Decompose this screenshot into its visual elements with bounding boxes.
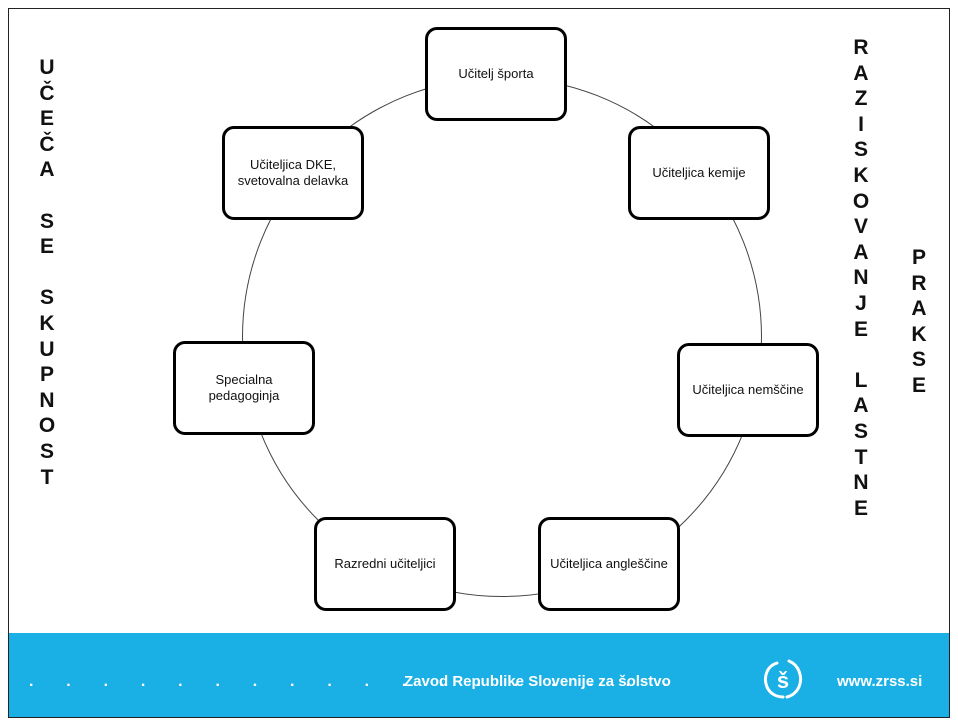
node-label: Razredni učiteljici [334,556,436,571]
vertical-letter: A [39,158,55,182]
vertical-letter: E [853,317,868,341]
vertical-letter: I [858,112,864,136]
node-class-teachers: Razredni učiteljici [314,517,456,611]
svg-text:š: š [777,668,789,693]
vertical-letter: E [39,107,54,131]
vertical-letter: S [853,419,868,443]
vertical-letter: L [854,368,868,392]
node-dke-teacher: Učiteljica DKE, svetovalna delavka [222,126,364,220]
vertical-letter: Č [39,132,55,156]
vertical-letter: N [853,266,869,290]
footer-bar: . . . . . . . . . . . . . . . . . . Zavo… [9,633,949,717]
vertical-letter: O [852,189,870,213]
node-label: Učiteljica nemščine [692,382,804,397]
vertical-letter: P [911,246,926,269]
node-chemistry-teacher: Učiteljica kemije [628,126,770,220]
vertical-letter: S [39,439,54,463]
vertical-letter: N [39,388,55,412]
vertical-letter: R [911,271,927,295]
vertical-letter: K [39,311,55,335]
vertical-letter: E [853,496,868,520]
node-label: Učiteljica DKE, svetovalna delavka [237,157,349,188]
vertical-letter: S [911,348,926,372]
vertical-letter: O [38,414,56,438]
vertical-letter: S [853,138,868,162]
vertical-letter: T [40,465,54,489]
vertical-letter: E [911,373,926,397]
vertical-letter: V [853,215,868,239]
vertical-letter: E [39,235,54,259]
node-special-pedagogue: Specialna pedagoginja [173,341,315,435]
vertical-letter: A [853,61,869,85]
vertical-letter: K [853,163,869,187]
vertical-letter: P [39,363,54,387]
vertical-letter: N [853,471,869,495]
node-sport-teacher: Učitelj športa [425,27,567,121]
vertical-letter: K [911,322,927,346]
footer-dots: . . . . . . . . . . . . . . . . . . [29,673,682,690]
node-label: Učitelj športa [458,66,534,81]
vertical-letter: S [39,209,54,233]
node-label: Učiteljica angleščine [550,556,668,571]
vertical-letter: R [853,36,869,59]
vertical-letter: U [39,56,55,79]
vertical-letter: T [854,445,868,469]
zrss-logo-icon: š [763,659,803,699]
vertical-letter: Č [39,81,55,105]
vertical-letter: A [911,297,927,321]
vertical-letter: J [855,291,867,315]
vertical-letter: Z [854,87,868,111]
organization-name: Zavod Republike Slovenije za šolstvo [404,673,671,690]
website-link[interactable]: www.zrss.si [837,673,923,690]
node-label: Učiteljica kemije [652,165,746,180]
vertical-letter: A [853,394,869,418]
vertical-letter: U [39,337,55,361]
node-german-teacher: Učiteljica nemščine [677,343,819,437]
vertical-letter: A [853,240,869,264]
node-label: Specialna pedagoginja [208,372,280,403]
vertical-letter: S [39,286,54,310]
node-english-teacher: Učiteljica angleščine [538,517,680,611]
